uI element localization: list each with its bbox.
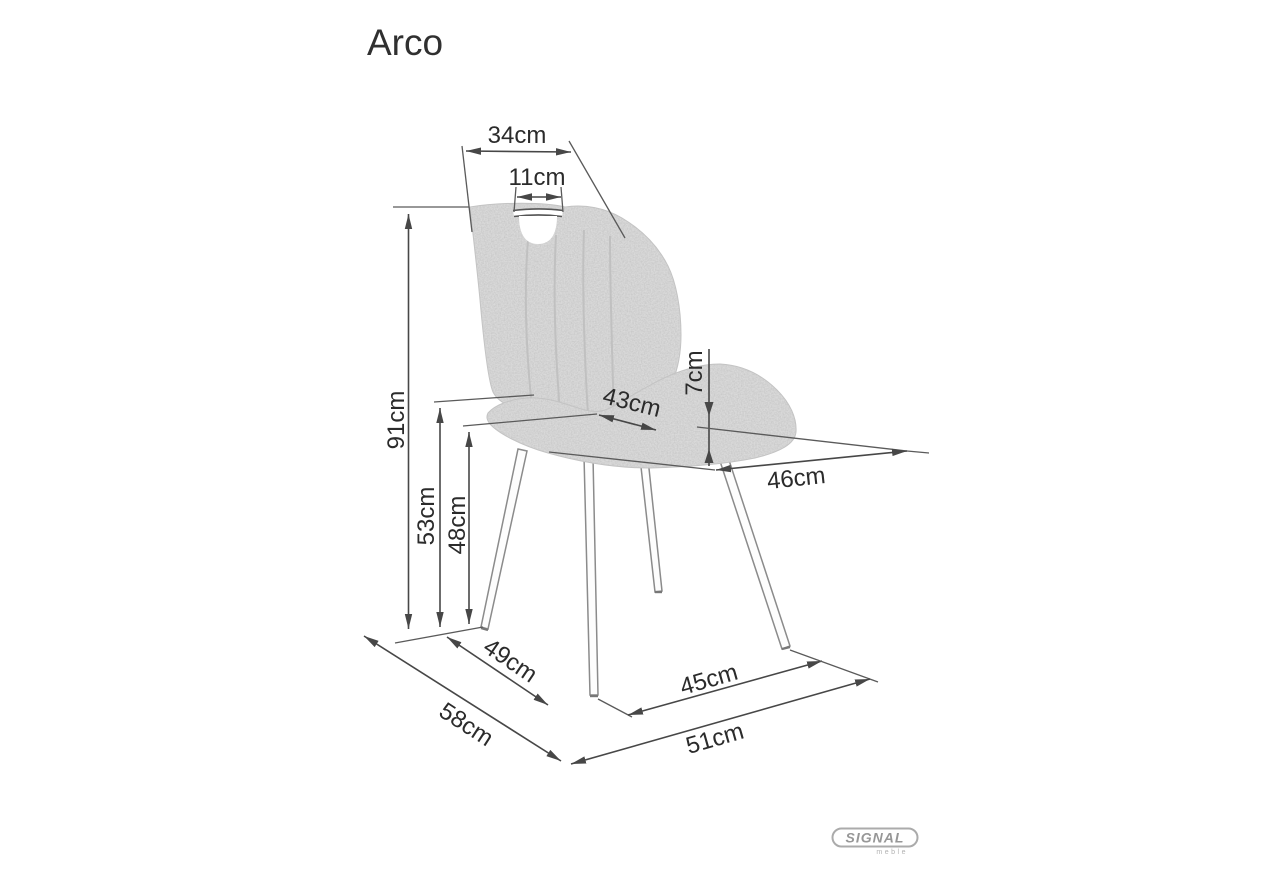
dim-handle-width (513, 186, 564, 213)
dim-back-bottom-height (433, 394, 535, 627)
dim-handle-width-label: 11cm (509, 164, 566, 191)
backrest-handle-cutout (512, 208, 564, 244)
dim-back-bottom-height-label: 53cm (413, 487, 440, 546)
backrest-seam (609, 235, 615, 417)
dim-total-height (393, 206, 469, 629)
brand-logo: SIGNAL meble (831, 827, 919, 856)
chair-legs (480, 445, 791, 698)
backrest-seam (553, 234, 561, 414)
chair-backrest (469, 202, 682, 422)
dimension-lines (363, 140, 930, 765)
dim-seat-depth (548, 426, 930, 473)
chair-leg-front-left (583, 455, 599, 696)
backrest-seam (582, 229, 589, 416)
dim-base-width-label: 51cm (683, 718, 747, 760)
chair-leg-rear-left (480, 448, 528, 630)
dim-base-width (570, 649, 879, 765)
chair-leg-rear-right (639, 457, 663, 593)
dim-back-width (461, 140, 626, 239)
dim-base-depth-label: 58cm (434, 697, 498, 752)
dim-seat-depth-label: 46cm (766, 462, 827, 495)
dim-seat-height-label: 48cm (444, 496, 471, 555)
dim-cushion-thickness (704, 349, 714, 466)
floor-baseline (394, 626, 484, 644)
dim-seat-height (462, 413, 598, 624)
page-title: Arco (367, 22, 443, 63)
dim-cushion-thickness-label: 7cm (681, 350, 708, 395)
brand-logo-outline (831, 827, 919, 848)
brand-logo-text: SIGNAL (846, 830, 905, 846)
dim-base-depth (363, 635, 562, 762)
backrest-seam (524, 239, 533, 409)
dim-leg-span-front-label: 45cm (677, 659, 741, 701)
chair-illustration (469, 202, 797, 698)
dim-back-width-label: 34cm (488, 122, 547, 149)
dim-seat-width (598, 414, 657, 431)
dim-total-height-label: 91cm (383, 391, 410, 450)
brand-logo-subtext: meble (876, 849, 908, 856)
